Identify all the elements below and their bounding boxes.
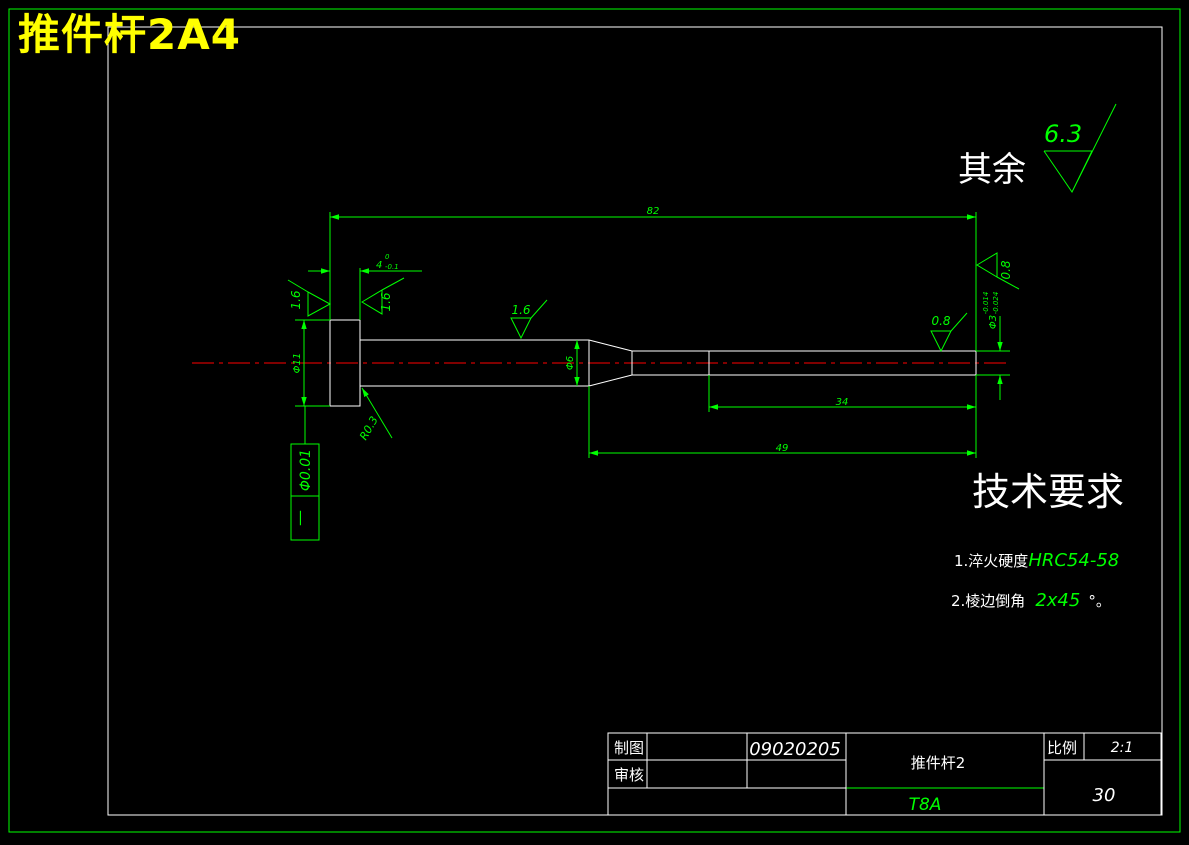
dim-head-thickness-lower-tol: -0.1 bbox=[385, 263, 399, 271]
tech-req-2-suffix: °。 bbox=[1088, 592, 1111, 610]
roughness-symbols bbox=[287, 103, 1117, 353]
dim-tip-length: 34 bbox=[836, 397, 849, 408]
dim-head-thickness: 4 bbox=[376, 260, 382, 271]
roughness-end-face-symbol bbox=[976, 252, 1020, 290]
tolerance-symbol: — bbox=[290, 510, 309, 526]
dim-head-diameter: Φ11 bbox=[292, 353, 303, 374]
drawing-title: 推件杆2A4 bbox=[18, 10, 241, 59]
title-block bbox=[607, 732, 1162, 816]
roughness-head-right-value: 1.6 bbox=[379, 292, 393, 311]
inner-frame bbox=[107, 26, 1163, 816]
roughness-tip-symbol bbox=[930, 312, 968, 353]
roughness-head-right-symbol bbox=[361, 277, 405, 315]
title-block-scale-value: 2:1 bbox=[1111, 740, 1134, 756]
roughness-shank-value: 1.6 bbox=[511, 303, 530, 317]
title-block-part-name: 推件杆2 bbox=[911, 754, 966, 772]
dim-tip-diameter-lower-tol: -0.024 bbox=[992, 292, 1000, 315]
roughness-default-value: 6.3 bbox=[1044, 120, 1082, 148]
roughness-head-left-value: 1.6 bbox=[289, 290, 303, 309]
tech-req-1: 1.淬火硬度HRC54-58 bbox=[954, 550, 1119, 571]
geometric-tolerance-frame bbox=[290, 443, 320, 541]
tech-req-1-prefix: 1.淬火硬度 bbox=[954, 552, 1028, 570]
tech-req-2-prefix: 2.棱边倒角 bbox=[951, 592, 1025, 610]
dim-head-thickness-upper-tol: 0 bbox=[385, 253, 390, 261]
title-block-scale-label: 比例 bbox=[1047, 739, 1077, 757]
title-block-quantity: 30 bbox=[1093, 785, 1116, 806]
dimension-lines bbox=[295, 212, 1010, 458]
roughness-default-symbol bbox=[1043, 103, 1117, 193]
roughness-shank-symbol bbox=[510, 299, 548, 340]
dim-reduced-length: 49 bbox=[776, 443, 789, 454]
tech-req-2-value: 2x45 bbox=[1035, 590, 1080, 611]
dim-tip-diameter-upper-tol: -0.014 bbox=[982, 292, 990, 315]
tech-req-2: 2.棱边倒角 2x45 °。 bbox=[951, 590, 1111, 611]
dim-total-length: 82 bbox=[647, 206, 660, 217]
outer-frame bbox=[8, 8, 1181, 833]
title-block-drawn-label: 制图 bbox=[614, 739, 644, 757]
tech-requirements-heading: 技术要求 bbox=[972, 470, 1124, 514]
title-block-checked-label: 审核 bbox=[614, 766, 644, 784]
dim-tip-diameter: Φ3 bbox=[988, 315, 999, 329]
tolerance-value: Φ0.01 bbox=[298, 449, 314, 491]
roughness-default-label: 其余 bbox=[958, 150, 1026, 190]
tech-req-1-value: HRC54-58 bbox=[1028, 550, 1119, 571]
title-block-material: T8A bbox=[909, 795, 942, 815]
title-block-drawing-number: 09020205 bbox=[749, 739, 841, 760]
dim-shank-diameter: Φ6 bbox=[565, 356, 576, 370]
roughness-head-left-symbol bbox=[287, 279, 332, 317]
dim-fillet-radius: R0.3 bbox=[357, 414, 381, 442]
ejector-pin-outline bbox=[329, 319, 977, 407]
roughness-end-face-value: 0.8 bbox=[999, 260, 1013, 279]
roughness-tip-value: 0.8 bbox=[931, 314, 950, 328]
